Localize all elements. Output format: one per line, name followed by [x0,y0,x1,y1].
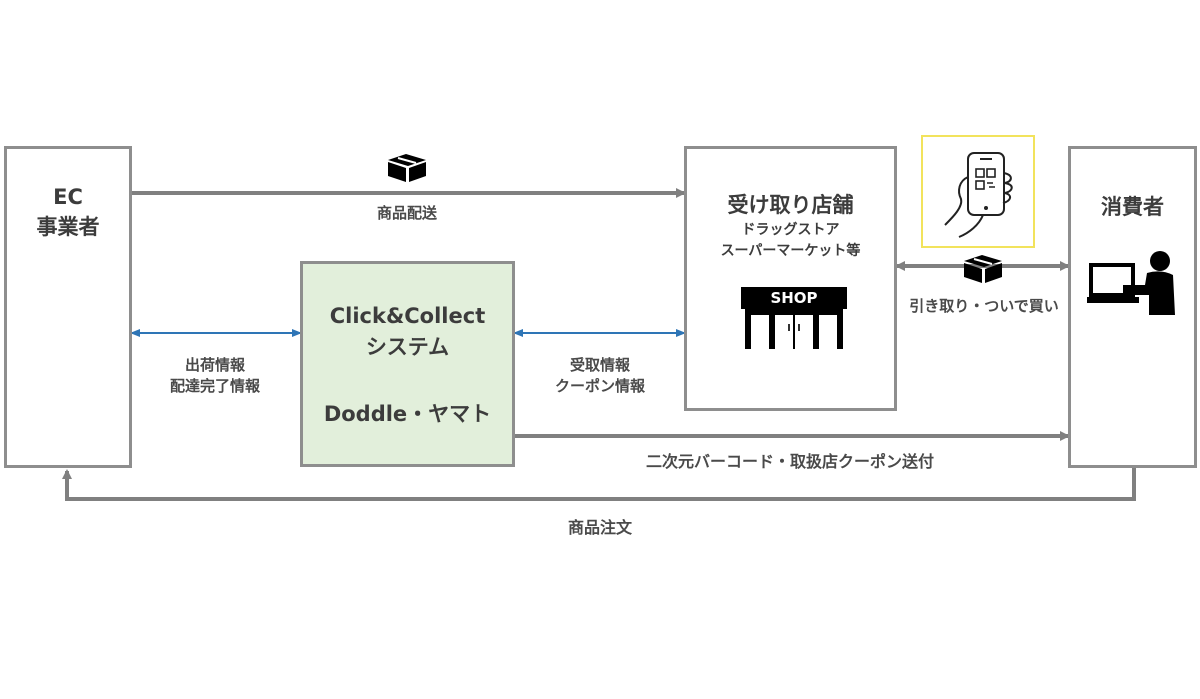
pickup-label: 引き取り・ついで買い [909,297,1059,315]
system-label-1: Click&Collect [329,304,486,328]
system-label-3: Doddle・ヤマト [323,402,492,426]
store-subtitle-1: ドラッグストア [741,222,840,238]
qr-phone-image [921,135,1035,248]
ship-info-label-2: 配達完了情報 [169,377,260,395]
ec-operator-box: EC 事業者 [4,146,132,468]
barcode-label: 二次元バーコード・取扱店クーポン送付 [645,452,934,471]
pickup-store-box: 受け取り店舗 ドラッグストア スーパーマーケット等 SHOP [684,146,897,411]
order-label: 商品注文 [567,518,632,537]
receive-info-label-2: クーポン情報 [554,377,645,395]
consumer-title: 消費者 [1101,195,1164,219]
store-title: 受け取り店舗 [727,193,854,217]
system-label-2: システム [365,335,450,359]
ship-info-label-1: 出荷情報 [184,356,245,374]
ec-operator-label-1: EC [53,185,83,209]
receive-info-label-1: 受取情報 [569,356,630,374]
package-icon [388,154,426,182]
click-collect-system-box: Click&Collect システム Doddle・ヤマト [300,261,515,467]
shop-icon: SHOP [741,287,847,349]
ec-operator-label-2: 事業者 [36,215,100,239]
package-icon-pickup [964,255,1002,283]
delivery-label: 商品配送 [376,204,437,222]
hand-phone-qr-icon [944,152,1013,238]
person-computer-icon [1087,251,1175,315]
shop-sign-text: SHOP [770,289,818,307]
consumer-box: 消費者 [1068,146,1197,468]
store-subtitle-2: スーパーマーケット等 [720,243,861,259]
order-arrow [62,467,1136,501]
